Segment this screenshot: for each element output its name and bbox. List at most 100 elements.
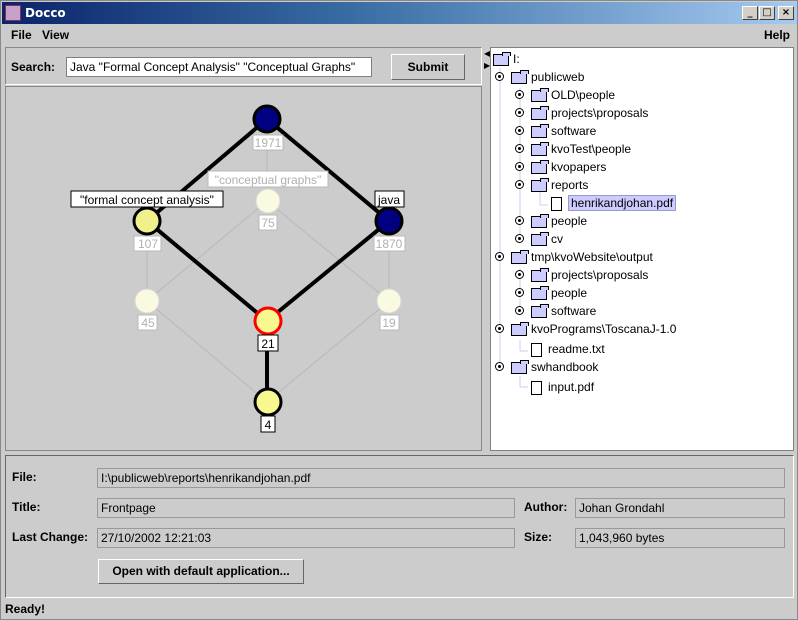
file-icon	[551, 196, 562, 211]
tree-toggle-icon[interactable]	[515, 144, 524, 153]
tree-node[interactable]: people	[531, 212, 587, 230]
tree-node[interactable]: kvoPrograms\ToscanaJ-1.0	[511, 320, 676, 338]
folder-icon	[531, 141, 549, 156]
tree-node-root[interactable]: I:	[493, 50, 520, 68]
tree-toggle-icon[interactable]	[515, 180, 524, 189]
folder-icon	[511, 249, 529, 264]
maximize-button[interactable]: □	[759, 6, 775, 20]
tree-node[interactable]: software	[531, 302, 596, 320]
folder-icon	[531, 123, 549, 138]
svg-text:107: 107	[138, 237, 158, 251]
tree-toggle-icon[interactable]	[515, 162, 524, 171]
tree-node[interactable]: projects\proposals	[531, 104, 648, 122]
author-field[interactable]: Johan Grondahl	[575, 498, 785, 518]
tree-node[interactable]: tmp\kvoWebsite\output	[511, 248, 653, 266]
svg-text:4: 4	[265, 418, 272, 432]
tree-toggle-icon[interactable]	[495, 72, 504, 81]
collapse-left-arrow-icon[interactable]: ◀	[484, 49, 491, 58]
folder-icon	[531, 267, 549, 282]
svg-text:21: 21	[261, 337, 275, 351]
last-change-field[interactable]: 27/10/2002 12:21:03	[97, 528, 515, 548]
lattice-node-formal-concept-analysis[interactable]: "formal concept analysis" 107	[70, 190, 224, 252]
folder-icon	[531, 105, 549, 120]
tree-node[interactable]: people	[531, 284, 587, 302]
svg-text:java: java	[377, 193, 400, 207]
minimize-button[interactable]: _	[742, 6, 758, 20]
tree-node[interactable]: projects\proposals	[531, 266, 648, 284]
tree-toggle-icon[interactable]	[515, 126, 524, 135]
file-tree[interactable]: I: publicweb OLD\people projects\proposa…	[490, 47, 794, 451]
folder-icon	[511, 321, 529, 336]
menu-view[interactable]: View	[42, 28, 70, 42]
lattice-node-top[interactable]: 1971	[252, 104, 284, 151]
folder-icon	[511, 359, 529, 374]
tree-toggle-icon[interactable]	[515, 234, 524, 243]
search-label: Search:	[11, 60, 56, 74]
tree-toggle-icon[interactable]	[495, 324, 504, 333]
tree-toggle-icon[interactable]	[515, 90, 524, 99]
tree-node[interactable]: readme.txt	[531, 340, 605, 358]
tree-node[interactable]: software	[531, 122, 596, 140]
svg-text:"conceptual graphs": "conceptual graphs"	[215, 173, 322, 187]
tree-toggle-icon[interactable]	[515, 216, 524, 225]
folder-icon	[531, 285, 549, 300]
title-field[interactable]: Frontpage	[97, 498, 515, 518]
folder-icon	[511, 69, 529, 84]
folder-icon	[493, 51, 511, 66]
title-bar[interactable]: Docco _ □ ×	[2, 2, 797, 24]
file-label: File:	[12, 470, 37, 484]
lattice-node-java[interactable]: java 1870	[373, 190, 406, 252]
tree-node[interactable]: publicweb	[511, 68, 584, 86]
open-with-default-app-button[interactable]: Open with default application...	[98, 559, 304, 584]
window-title: Docco	[25, 6, 66, 20]
tree-toggle-icon[interactable]	[515, 306, 524, 315]
last-change-label: Last Change:	[12, 530, 89, 544]
lattice-node-conceptual-graphs[interactable]: "conceptual graphs" 75	[207, 170, 329, 231]
status-bar: Ready!	[5, 602, 46, 616]
tree-toggle-icon[interactable]	[515, 288, 524, 297]
tree-node[interactable]: input.pdf	[531, 378, 594, 396]
title-label: Title:	[12, 500, 41, 514]
menu-help[interactable]: Help	[764, 28, 791, 42]
size-field[interactable]: 1,043,960 bytes	[575, 528, 785, 548]
menu-bar: File View Help	[2, 24, 797, 46]
tree-node[interactable]: reports	[531, 176, 588, 194]
highlighted-edges	[145, 117, 391, 402]
tree-node[interactable]: kvopapers	[531, 158, 606, 176]
file-icon	[531, 380, 542, 395]
folder-icon	[531, 177, 549, 192]
menu-file[interactable]: File	[11, 28, 32, 42]
author-label: Author:	[524, 500, 568, 514]
expand-right-arrow-icon[interactable]: ▶	[484, 61, 491, 70]
tree-node[interactable]: kvoTest\people	[531, 140, 631, 158]
file-path-field[interactable]: I:\publicweb\reports\henrikandjohan.pdf	[97, 468, 785, 488]
tree-toggle-icon[interactable]	[515, 270, 524, 279]
tree-toggle-icon[interactable]	[495, 362, 504, 371]
svg-text:1971: 1971	[255, 136, 282, 150]
folder-icon	[531, 159, 549, 174]
svg-text:"formal concept analysis": "formal concept analysis"	[80, 193, 214, 207]
file-icon	[531, 342, 542, 357]
lattice-node-45[interactable]: 45	[134, 288, 160, 331]
tree-toggle-icon[interactable]	[495, 252, 504, 261]
tree-node[interactable]: OLD\people	[531, 86, 615, 104]
submit-button[interactable]: Submit	[391, 54, 465, 80]
svg-text:75: 75	[261, 216, 275, 230]
close-button[interactable]: ×	[778, 6, 794, 20]
size-label: Size:	[524, 530, 553, 544]
tree-node-selected-file[interactable]: henrikandjohan.pdf	[551, 194, 677, 212]
folder-icon	[531, 87, 549, 102]
tree-node[interactable]: swhandbook	[511, 358, 598, 376]
lattice-node-21-selected[interactable]: 21	[253, 306, 283, 352]
search-bar: Search: Submit	[5, 47, 482, 85]
tree-node[interactable]: cv	[531, 230, 563, 248]
folder-icon	[531, 213, 549, 228]
tree-toggle-icon[interactable]	[515, 108, 524, 117]
svg-text:1870: 1870	[376, 237, 403, 251]
lattice-node-bottom[interactable]: 4	[253, 387, 283, 433]
lattice-diagram[interactable]: 1971 "conceptual graphs" 75 "formal conc…	[5, 86, 482, 451]
split-pane-divider[interactable]: ◀ ▶	[483, 47, 490, 451]
search-input[interactable]	[66, 57, 372, 77]
lattice-node-19[interactable]: 19	[376, 288, 402, 331]
